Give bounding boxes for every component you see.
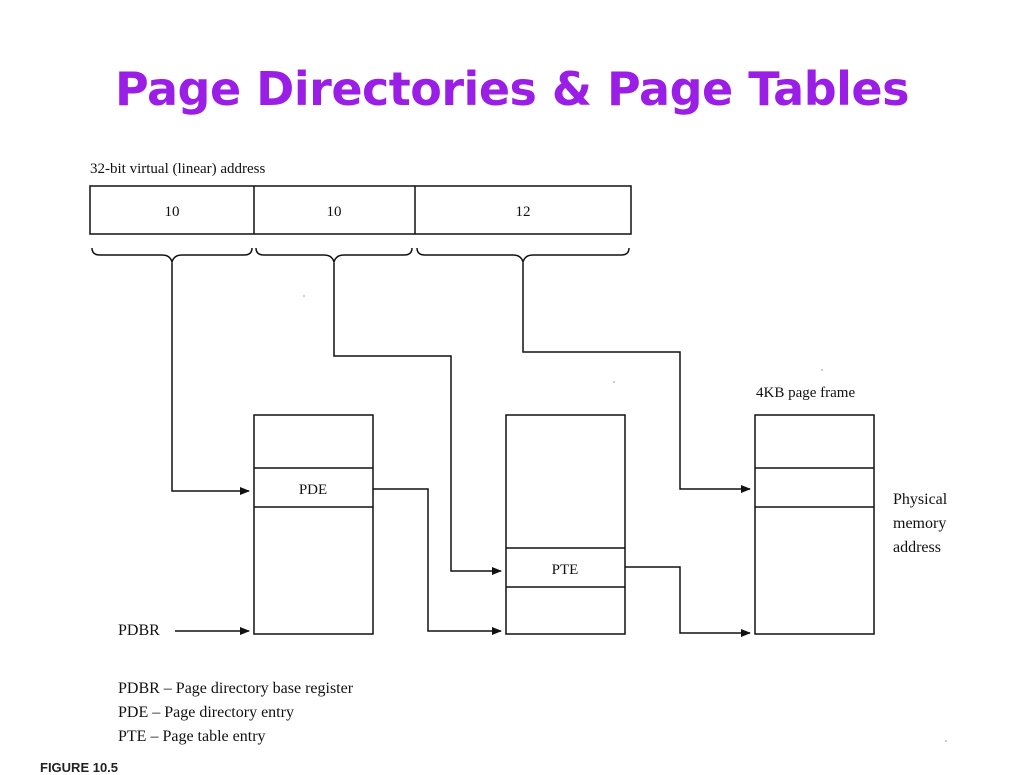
page-directory: PDE: [253, 414, 374, 635]
pde-entry-label: PDE: [299, 482, 327, 498]
table-index-arrow: [333, 263, 502, 575]
page-table: PTE: [505, 414, 626, 635]
directory-field-brace: [91, 247, 253, 265]
physical-address-label: Physical memory address: [893, 488, 947, 560]
table-field-bits: 10: [327, 204, 342, 220]
legend-item-pdbr: PDBR – Page directory base register: [118, 680, 354, 697]
field-braces: [91, 247, 630, 265]
page-table-box: [505, 414, 626, 635]
legend-item-pde: PDE – Page directory entry: [118, 704, 294, 721]
virtual-address-label: 32-bit virtual (linear) address: [90, 161, 266, 177]
physical-address-line: Physical: [893, 491, 948, 508]
pde-to-table-arrow: [373, 488, 502, 635]
directory-field-bits: 10: [165, 204, 180, 220]
pte-entry-label: PTE: [552, 562, 579, 578]
pdbr-label: PDBR: [118, 622, 160, 639]
legend-item-pte: PTE – Page table entry: [118, 728, 266, 745]
physical-address-line: address: [893, 539, 941, 556]
slide-title: Page Directories & Page Tables: [115, 62, 909, 116]
page-frame-title: 4KB page frame: [756, 385, 856, 401]
offset-arrow: [522, 263, 751, 493]
virtual-address-register: 10 10 12: [89, 185, 632, 235]
table-field-brace: [255, 247, 413, 265]
pte-to-frame-arrow: [625, 566, 751, 637]
directory-index-arrow: [171, 263, 250, 495]
address-register-box: [89, 185, 632, 235]
offset-field-brace: [416, 247, 630, 265]
physical-address-line: memory: [893, 515, 947, 532]
page-directory-box: [253, 414, 374, 635]
page-frame-box: [754, 414, 875, 635]
page-frame: [754, 414, 875, 635]
scan-specks: [303, 295, 947, 742]
offset-field-bits: 12: [516, 204, 531, 220]
legend: PDBR – Page directory base register PDE …: [118, 677, 353, 749]
